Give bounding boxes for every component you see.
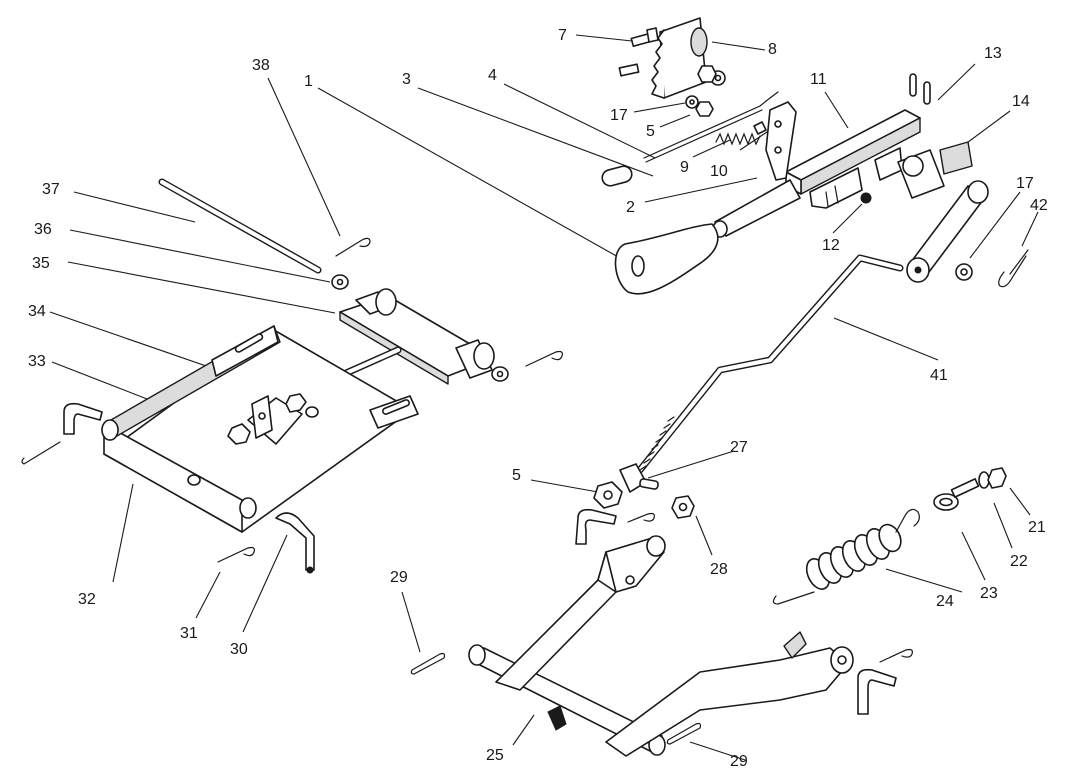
connecting-rod (636, 249, 1029, 474)
callout-9: 9 (680, 159, 689, 176)
callout-14: 14 (1012, 93, 1030, 110)
callout-34: 34 (28, 303, 46, 320)
lift-spring-assembly (772, 467, 1007, 605)
callout-29-left: 29 (390, 569, 408, 586)
callout-36: 36 (34, 221, 52, 238)
callout-42: 42 (1030, 197, 1048, 214)
callout-5-bottom: 5 (512, 467, 521, 484)
mounting-plate-assembly (21, 178, 563, 574)
callout-35: 35 (32, 255, 50, 272)
callout-33: 33 (28, 353, 46, 370)
callout-22: 22 (1010, 553, 1028, 570)
handle-grip (614, 223, 719, 295)
callout-4: 4 (488, 67, 497, 84)
callout-5-top: 5 (646, 123, 655, 140)
callout-12: 12 (822, 237, 840, 254)
lift-shaft-assembly (614, 73, 989, 295)
callout-25: 25 (486, 747, 504, 764)
callout-10: 10 (710, 163, 728, 180)
callout-41: 41 (930, 367, 948, 384)
callout-23: 23 (980, 585, 998, 602)
callout-28: 28 (710, 561, 728, 578)
callout-17-top: 17 (610, 107, 628, 124)
ratchet-plate-assembly (618, 17, 726, 117)
callout-2: 2 (626, 199, 635, 216)
callout-3: 3 (402, 71, 411, 88)
detent-assembly (601, 91, 797, 187)
callout-37: 37 (42, 181, 60, 198)
callout-7: 7 (558, 27, 567, 44)
callout-30: 30 (230, 641, 248, 658)
callout-38: 38 (252, 57, 270, 74)
swivel-assembly (575, 463, 695, 545)
callout-24: 24 (936, 593, 954, 610)
callout-11: 11 (810, 71, 827, 88)
callout-13: 13 (984, 45, 1002, 62)
callout-32: 32 (78, 591, 96, 608)
lift-frame (410, 535, 913, 757)
callout-27: 27 (730, 439, 748, 456)
callout-17-right: 17 (1016, 175, 1034, 192)
callout-29-bottom: 29 (730, 753, 748, 770)
callout-labels: 1 2 3 4 5 5 7 8 9 10 11 12 13 14 17 17 2… (28, 27, 1048, 770)
callout-1: 1 (304, 73, 313, 90)
callout-21: 21 (1028, 519, 1046, 536)
callout-31: 31 (180, 625, 198, 642)
callout-8: 8 (768, 41, 777, 58)
